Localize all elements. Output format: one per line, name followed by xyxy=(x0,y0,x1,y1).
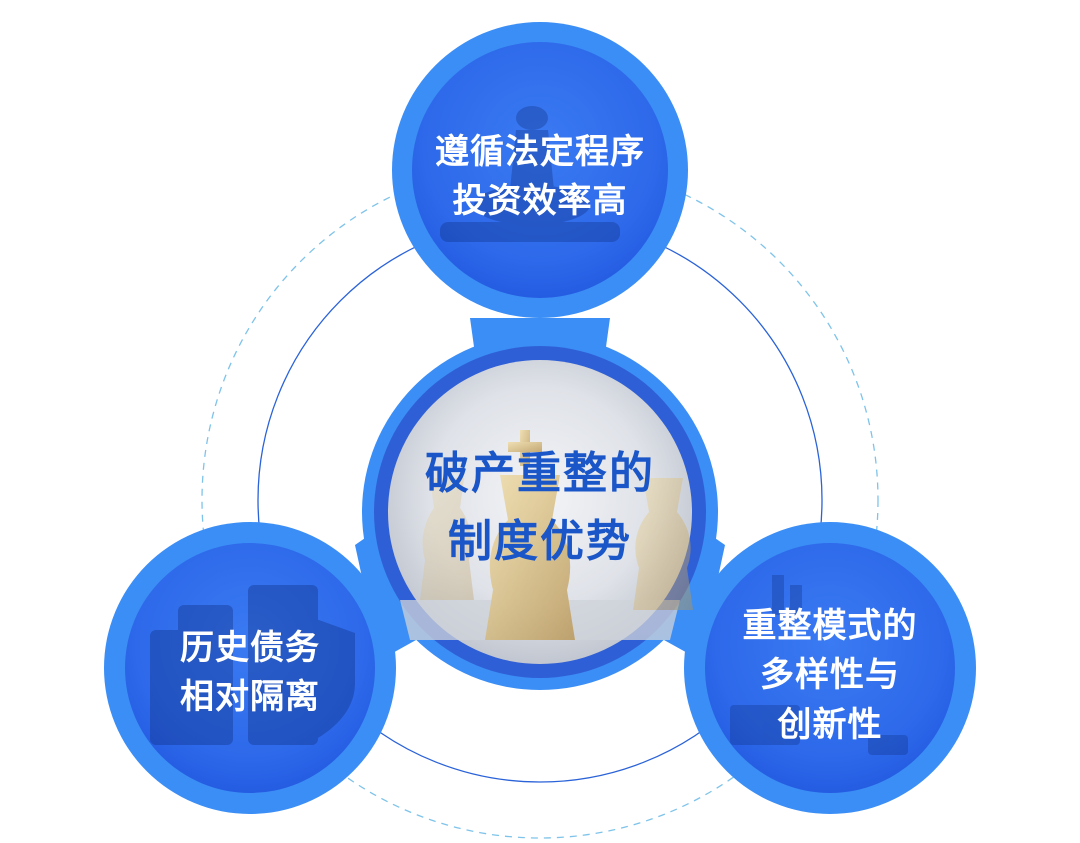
chess-king-icon xyxy=(400,430,693,640)
top-node-line-1: 遵循法定程序 xyxy=(435,132,645,172)
right-node-line-2: 多样性与 xyxy=(760,655,900,696)
node-right xyxy=(705,543,955,793)
right-node-line-1: 重整模式的 xyxy=(742,606,918,646)
right-node-label: 重整模式的 多样性与 创新性 xyxy=(715,602,945,750)
center-title-line-1: 破产重整的 xyxy=(425,448,655,499)
center-circle xyxy=(374,346,706,678)
center-title-line-2: 制度优势 xyxy=(448,516,632,568)
center-title: 破产重整的 制度优势 xyxy=(380,440,700,576)
chart-tablet-icon xyxy=(730,575,908,755)
left-node-label: 历史债务 相对隔离 xyxy=(140,624,360,723)
right-node-line-3: 创新性 xyxy=(777,704,883,745)
left-node-line-1: 历史债务 xyxy=(180,628,320,668)
chess-pawn-icon xyxy=(440,106,620,242)
node-left xyxy=(125,543,375,793)
top-node-line-2: 投资效率高 xyxy=(452,181,628,222)
left-node-line-2: 相对隔离 xyxy=(180,677,320,718)
node-top xyxy=(412,42,668,298)
coin-stack-shield-icon xyxy=(150,585,355,745)
top-node-label: 遵循法定程序 投资效率高 xyxy=(410,128,670,227)
